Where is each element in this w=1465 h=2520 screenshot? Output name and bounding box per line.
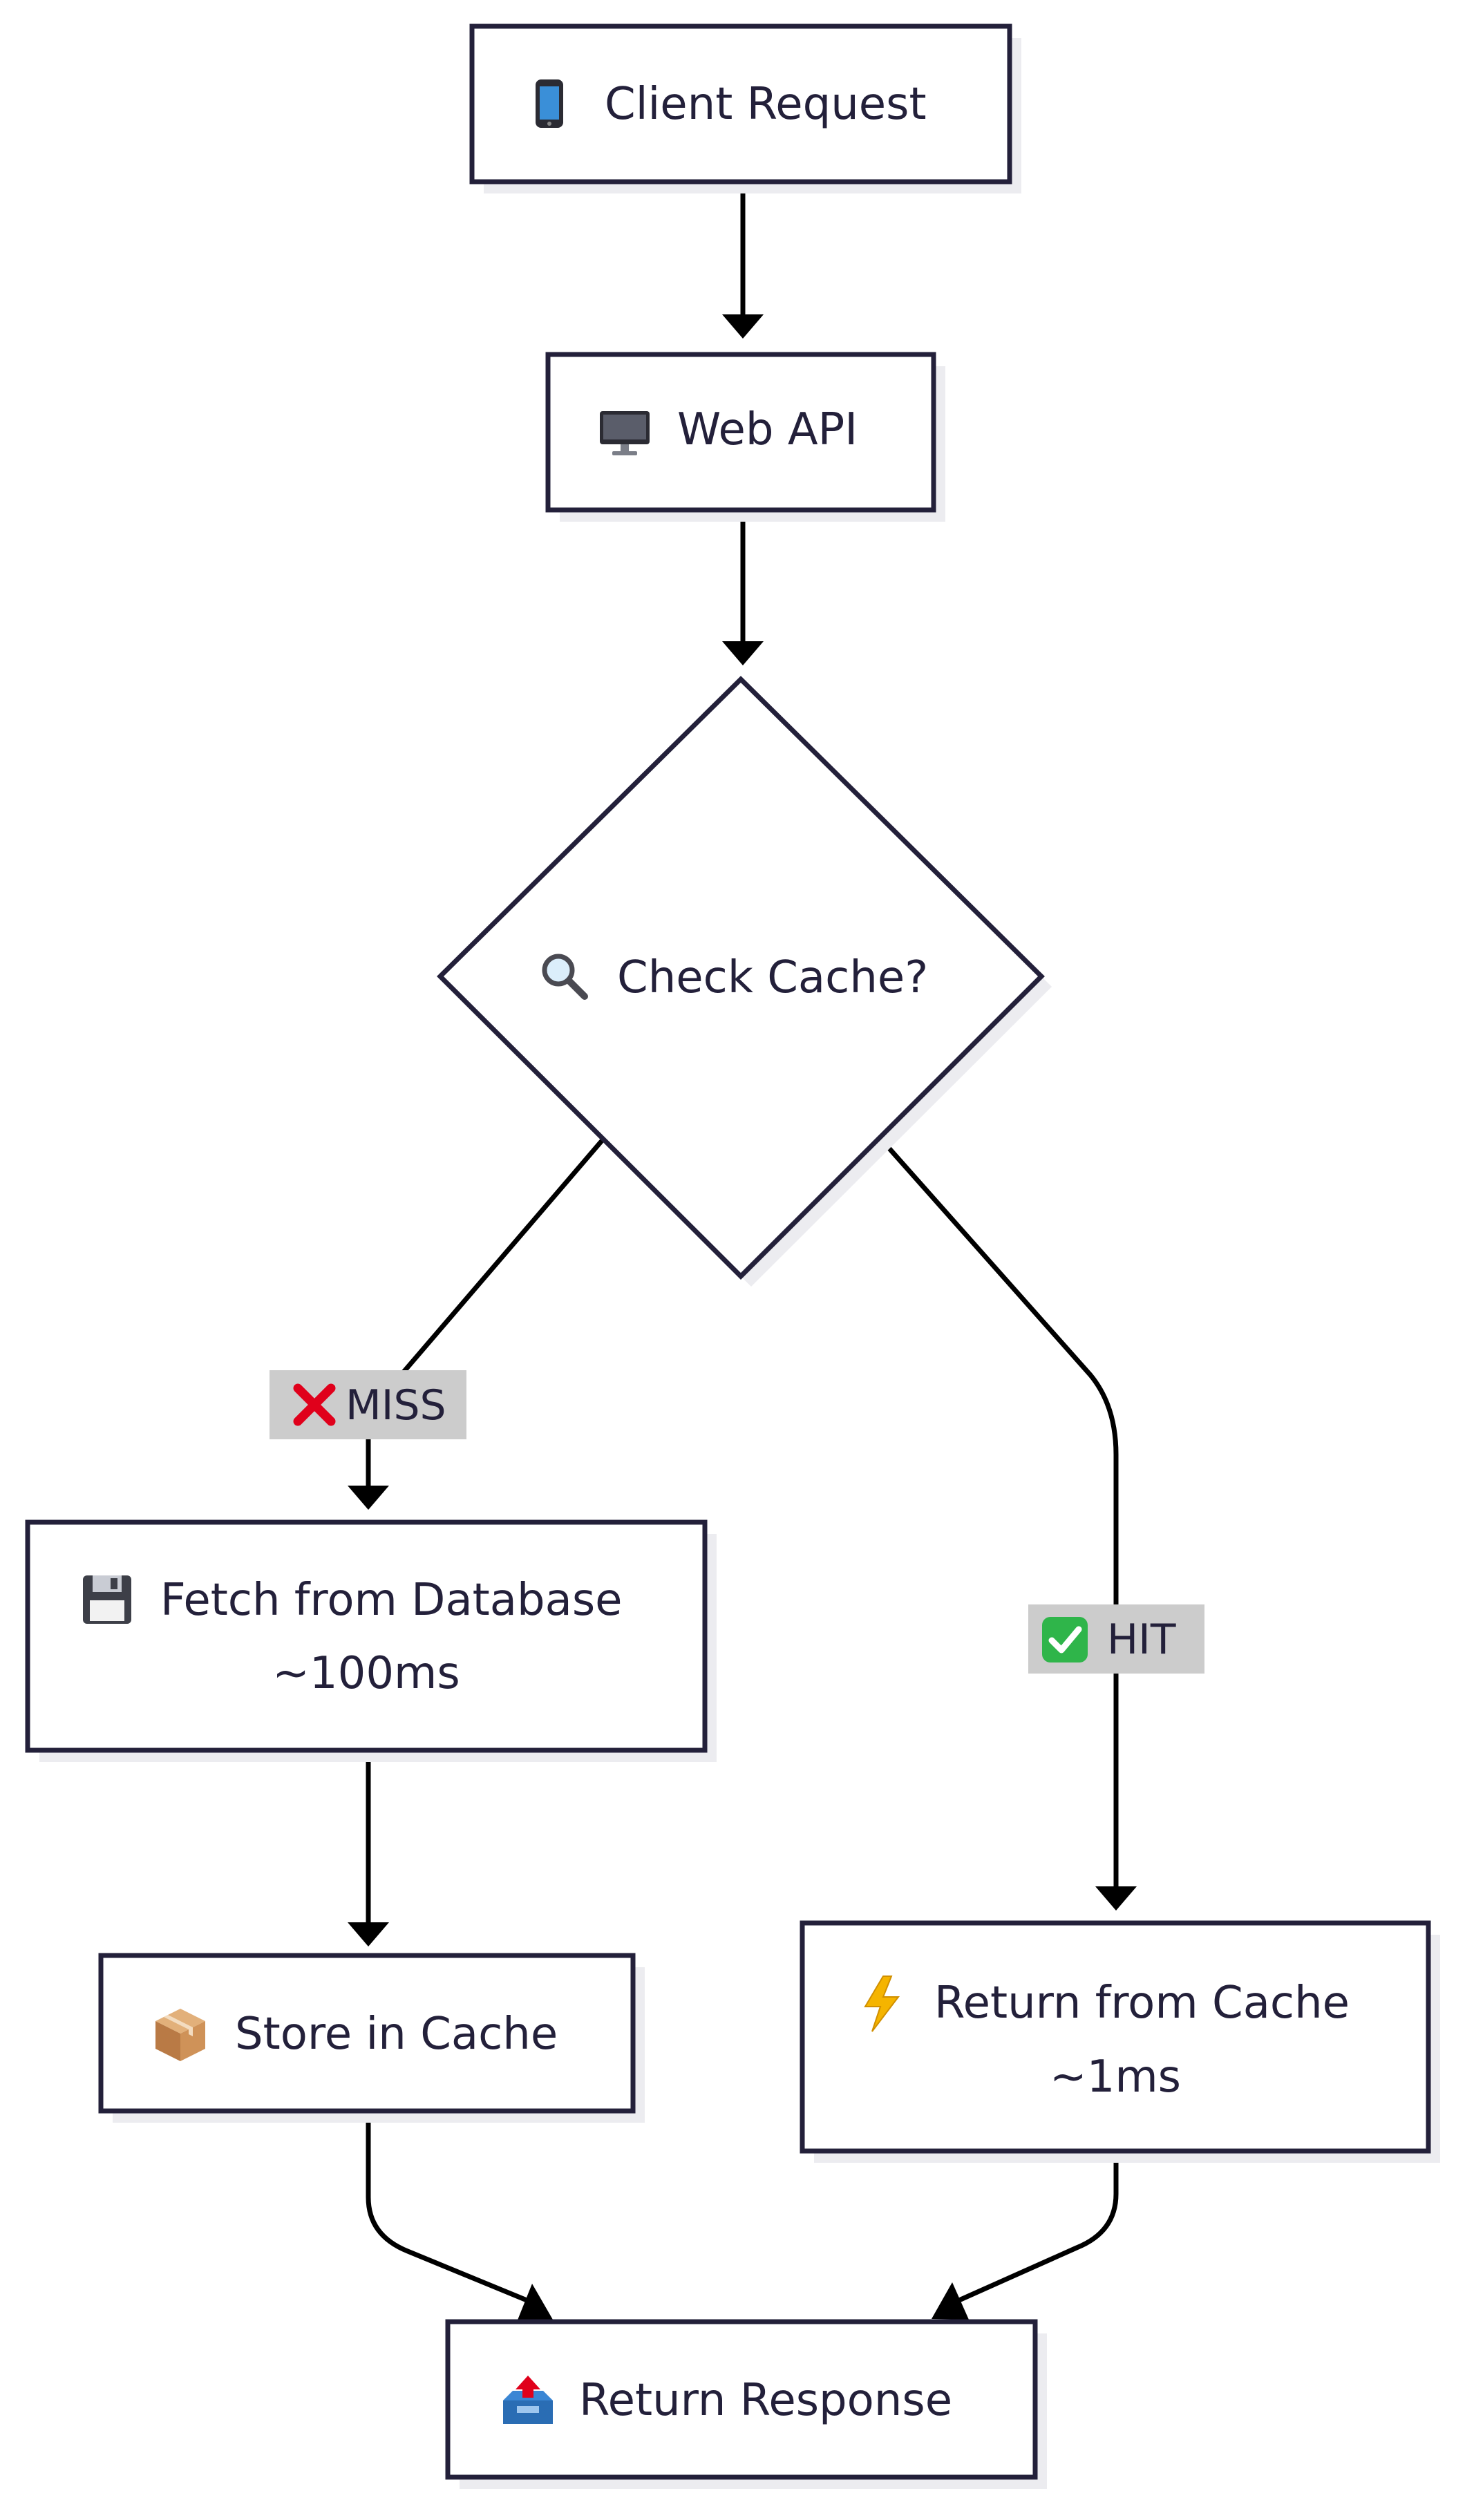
mobile-phone-icon: [536, 79, 563, 128]
node-label: Web API: [677, 404, 858, 455]
node-return-cache: Return from Cache ~1ms: [800, 1920, 1440, 2163]
edge-label-text: HIT: [1107, 1616, 1176, 1664]
arrowhead-icon: [932, 2282, 969, 2320]
node-sublabel: ~100ms: [272, 1648, 460, 1699]
node-label: Store in Cache: [235, 2009, 558, 2060]
edge-store-to-response: [366, 2115, 528, 2302]
check-mark-icon: [1042, 1617, 1088, 1662]
lightning-bolt-icon: [864, 1976, 900, 2032]
node-check-cache: Check Cache?: [437, 676, 1052, 1287]
desktop-computer-icon: [600, 411, 650, 455]
node-sublabel: ~1ms: [1050, 2052, 1181, 2103]
arrowhead-icon: [722, 314, 764, 339]
edge-label-hit: HIT: [1028, 1604, 1204, 1674]
arrowhead-icon: [348, 1486, 389, 1510]
node-client-request: Client Request: [469, 23, 1021, 193]
node-fetch-database: Fetch from Database ~100ms: [25, 1519, 717, 1762]
magnifying-glass-icon: [542, 954, 588, 1000]
arrowhead-icon: [1095, 1886, 1137, 1911]
outbox-tray-icon: [503, 2376, 553, 2424]
node-web-api: Web API: [545, 352, 945, 522]
node-label: Return from Cache: [934, 1978, 1350, 2029]
node-return-response: Return Response: [445, 2319, 1047, 2489]
cross-icon: [293, 1383, 336, 1426]
node-label: Return Response: [579, 2375, 952, 2426]
node-label: Check Cache?: [617, 952, 928, 1003]
package-icon: [155, 2009, 205, 2061]
node-label: Fetch from Database: [160, 1575, 623, 1626]
arrowhead-icon: [517, 2284, 553, 2322]
edge-return-cache-to-response: [958, 2150, 1119, 2302]
node-store-cache: Store in Cache: [98, 1953, 645, 2123]
arrowhead-icon: [722, 641, 764, 665]
edge-label-text: MISS: [346, 1381, 446, 1430]
arrowhead-icon: [348, 1922, 389, 1946]
node-label: Client Request: [605, 79, 927, 130]
edge-label-miss: MISS: [270, 1370, 466, 1439]
edge-check-to-return-cache: [885, 1144, 1119, 1889]
floppy-disk-icon: [83, 1575, 131, 1624]
